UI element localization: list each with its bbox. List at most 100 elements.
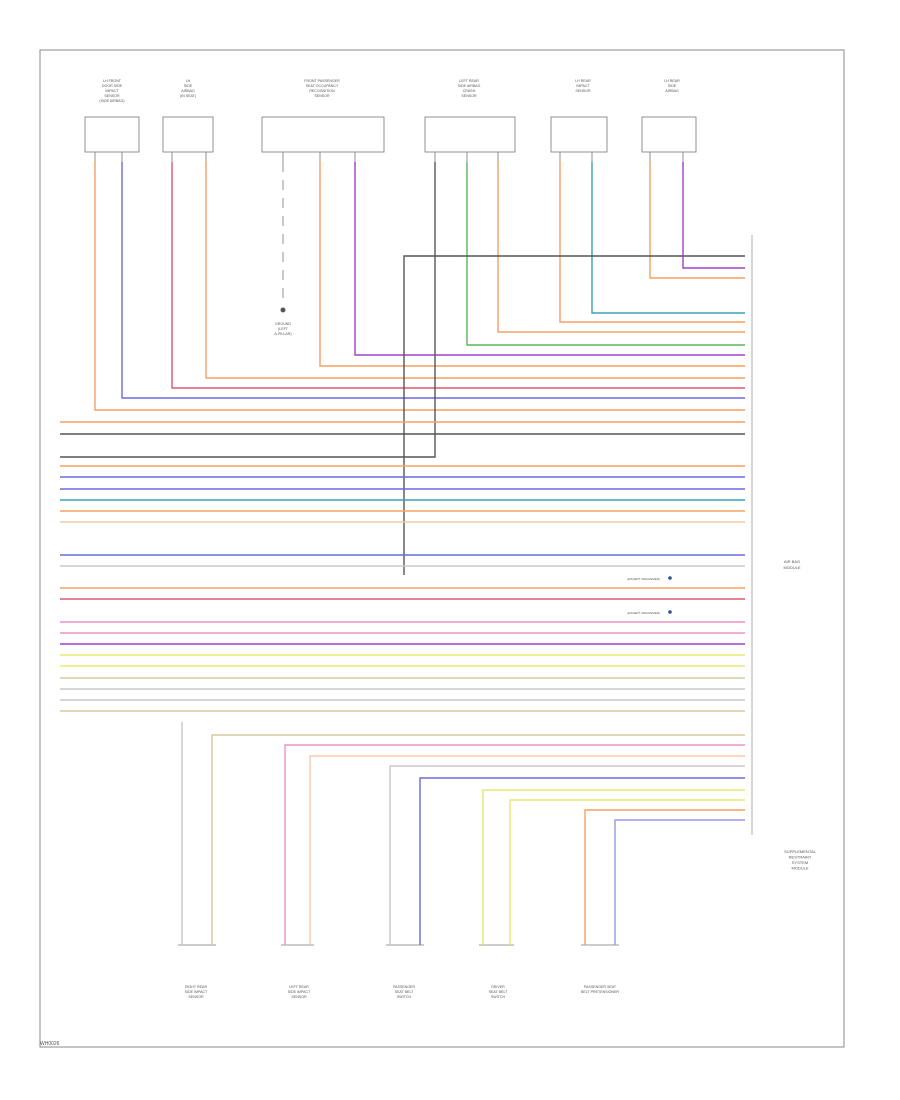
bottom-component-2-label-line: LEFT REAR [289, 985, 309, 989]
bottom-component-3-label-line: SWITCH [397, 995, 412, 999]
top-component-1-label-line: (SIDE AIRBAG) [99, 99, 124, 103]
wire-bottom-5 [389, 765, 745, 945]
top-component-6-label-line: SIDE [668, 84, 677, 88]
ground-label-line: A-PILLAR) [274, 332, 291, 336]
module-label-line: MODULE [783, 565, 800, 570]
annotation-1-dot [668, 576, 672, 580]
bottom-component-5-label-line: PASSENGER SEAT [584, 985, 617, 989]
top-component-1-box [84, 116, 140, 153]
module-note-line: SUPPLEMENTAL [784, 849, 816, 854]
wire-top-6 [354, 162, 745, 356]
top-component-1-label-line: LH FRONT [103, 79, 122, 83]
top-component-1-label-line: DOOR SIDE [102, 84, 123, 88]
top-component-4-box [424, 116, 516, 153]
wire-bottom-7 [482, 789, 745, 945]
wire-bottom-6 [419, 777, 745, 945]
wire-top-4 [205, 162, 745, 379]
module-note-line: SYSTEM [792, 860, 808, 865]
wire-top-1 [94, 162, 745, 411]
bottom-component-3-label-line: SEAT BELT [395, 990, 415, 994]
wire-bottom-9 [584, 809, 745, 945]
top-component-4-label-line: SENSOR [461, 94, 477, 98]
bottom-component-4-label-line: SWITCH [491, 995, 506, 999]
annotation-1: (EXCEPT ORGANIZER) [627, 577, 660, 581]
top-component-2-label-line: SIDE [184, 84, 193, 88]
wire-bottom-4 [309, 755, 745, 945]
wire-top-7 [466, 162, 745, 346]
top-component-5-label-line: SENSOR [575, 89, 591, 93]
top-component-6-label-line: LH REAR [664, 79, 680, 83]
bottom-component-2-label-line: SENSOR [291, 995, 307, 999]
bottom-component-3-label-line: PASSENGER [393, 985, 416, 989]
wire-top-10 [591, 162, 745, 314]
bottom-component-4-label-line: SEAT BELT [489, 990, 509, 994]
diagram-id: WH0026 [40, 1041, 60, 1047]
module-note-line: MODULE [791, 866, 808, 871]
module-note-line: RESTRAINT [789, 855, 812, 860]
bottom-component-5-label-line: BELT PRETENSIONER [581, 990, 619, 994]
top-component-2-label-line: (IN SEAT) [180, 94, 196, 98]
wire-top-2 [121, 162, 745, 399]
ground-symbol [280, 307, 286, 313]
wire-top-12 [682, 162, 745, 269]
wire-top-3 [171, 162, 745, 389]
annotation-2: (EXCEPT ORGANIZER) [627, 611, 660, 615]
top-component-2-label-line: AIRBAG [181, 89, 195, 93]
top-component-6-label-line: AIRBAG [665, 89, 679, 93]
bottom-component-1-label-line: SENSOR [188, 995, 204, 999]
top-component-5-label-line: LH REAR [575, 79, 591, 83]
wire-bottom-1 [211, 734, 745, 945]
bottom-component-4-label-line: DRIVER [491, 985, 505, 989]
module-label-line: AIR BAG [784, 559, 800, 564]
wire-top-11 [649, 162, 745, 279]
top-component-2-box [162, 116, 214, 153]
top-component-5-label-line: IMPACT [576, 84, 590, 88]
top-component-3-label-line: SEAT OCCUPANCY [306, 84, 339, 88]
top-component-3-box [261, 116, 385, 153]
top-component-4-label-line: CRASH [463, 89, 476, 93]
top-component-4-label-line: SIDE AIRBAG [458, 84, 481, 88]
wire-bottom-10 [614, 819, 745, 945]
top-component-1-label-line: IMPACT [105, 89, 119, 93]
diagram-border [39, 49, 845, 1048]
top-component-4-label-line: LEFT REAR [459, 79, 479, 83]
wire-top-14 [403, 255, 745, 575]
top-component-3-label-line: SENSOR [314, 94, 330, 98]
top-component-2-label-line: LH [186, 79, 191, 83]
wire-bottom-8 [509, 799, 745, 945]
top-component-3-label-line: FRONT PASSENGER [304, 79, 340, 83]
top-component-1-label-line: SENSOR [104, 94, 120, 98]
annotation-2-dot [668, 610, 672, 614]
top-component-5-box [550, 116, 608, 153]
wire-top-5 [319, 162, 745, 367]
wire-top-9 [559, 162, 745, 323]
top-component-3-label-line: RECOGNITION [309, 89, 335, 93]
bottom-component-1-label-line: RIGHT REAR [185, 985, 208, 989]
ground-label-line: (LEFT [278, 327, 289, 331]
wire-top-13 [60, 162, 436, 458]
wire-top-8 [497, 162, 745, 333]
top-component-6-box [641, 116, 697, 153]
ground-label-line: GROUND [275, 322, 291, 326]
wire-bottom-3 [284, 744, 745, 945]
wires [60, 162, 745, 945]
annotations: (EXCEPT ORGANIZER) (EXCEPT ORGANIZER) [627, 576, 672, 615]
bottom-component-1-label-line: SIDE IMPACT [185, 990, 209, 994]
